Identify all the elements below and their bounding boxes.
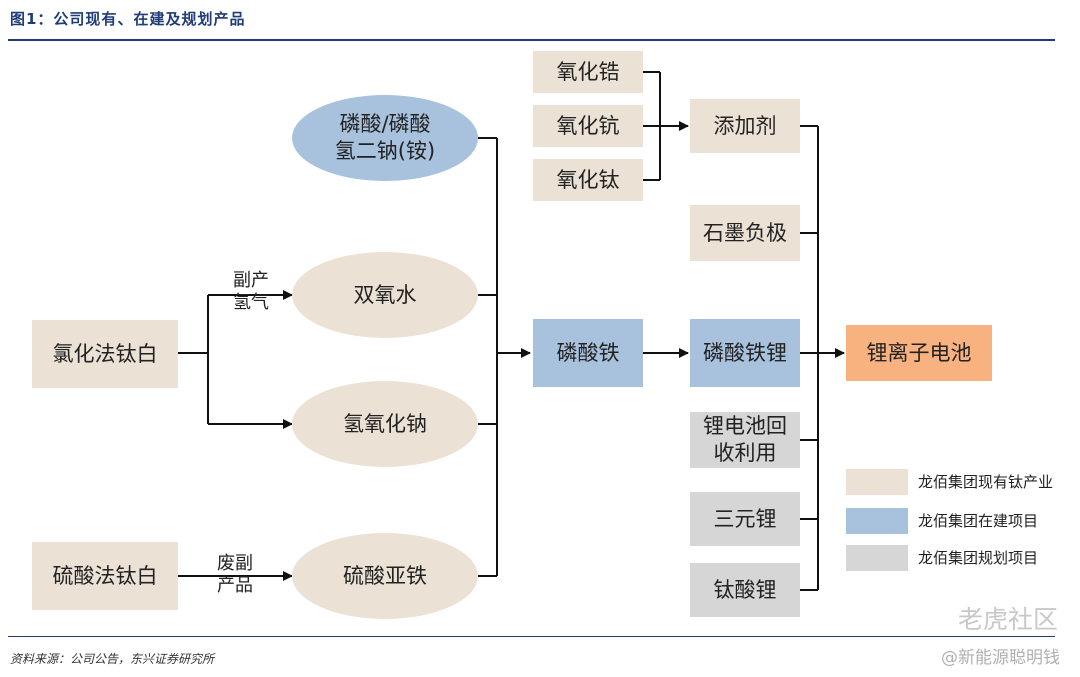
node-graphite-anode: 石墨负极 [690, 205, 800, 261]
node-lithium-titanate: 钛酸锂 [690, 563, 800, 617]
node-battery-recycle: 锂电池回 收利用 [690, 412, 800, 468]
label-byproduct-h2: 副产 氢气 [233, 270, 269, 313]
node-lfp: 磷酸铁锂 [690, 319, 800, 387]
legend-swatch-planned [846, 545, 908, 571]
label-waste-byproduct: 废副 产品 [217, 553, 253, 596]
node-h2o2: 双氧水 [292, 252, 478, 338]
legend-swatch-under-construction [846, 508, 908, 534]
legend-label-planned: 龙佰集团规划项目 [918, 549, 1039, 567]
node-phosphate-salts: 磷酸/磷酸 氢二钠(铵) [292, 95, 478, 181]
figure-title: 图1：公司现有、在建及规划产品 [10, 10, 246, 28]
node-ternary-lithium: 三元锂 [690, 492, 800, 546]
source-note: 资料来源：公司公告，东兴证券研究所 [10, 652, 215, 666]
legend-label-under-construction: 龙佰集团在建项目 [918, 512, 1039, 530]
footer-rule [8, 636, 1055, 637]
node-ferrous-sulfate: 硫酸亚铁 [292, 533, 478, 619]
node-naoh: 氢氧化钠 [292, 381, 478, 467]
legend-label-existing: 龙佰集团现有钛产业 [918, 473, 1054, 491]
node-chloride-tio2: 氯化法钛白 [32, 320, 178, 388]
node-additive: 添加剂 [690, 99, 800, 153]
node-titania: 氧化钛 [533, 159, 643, 201]
legend-swatch-existing [846, 469, 908, 495]
watermark-author: @新能源聪明钱 [941, 648, 1060, 668]
node-iron-phosphate: 磷酸铁 [533, 319, 643, 387]
node-zirconia: 氧化锆 [533, 51, 643, 93]
node-scandia: 氧化钪 [533, 105, 643, 147]
node-sulfate-tio2: 硫酸法钛白 [32, 542, 178, 610]
watermark-brand: 老虎社区 [957, 605, 1058, 634]
header-rule [8, 39, 1055, 41]
node-li-ion-battery: 锂离子电池 [846, 325, 992, 381]
